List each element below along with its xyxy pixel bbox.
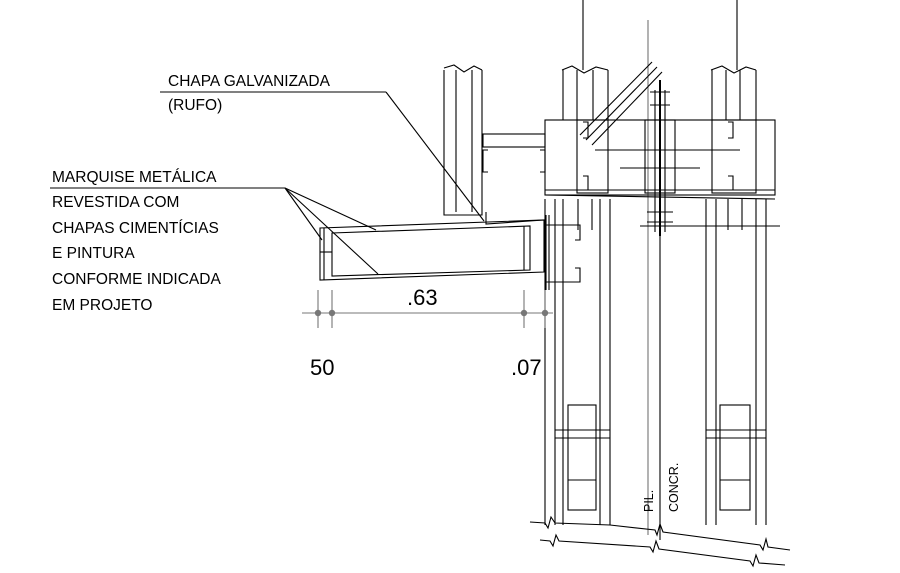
marquise-label-line2: REVESTIDA COM bbox=[52, 194, 179, 211]
marquise-label-line5: CONFORME INDICADA bbox=[52, 271, 221, 288]
marquise-label-line3: CHAPAS CIMENTÍCIAS bbox=[52, 220, 219, 237]
marquise-label-line4: E PINTURA bbox=[52, 245, 135, 262]
dimension-main: .63 bbox=[407, 285, 438, 310]
pil-label: PIL. bbox=[642, 490, 656, 512]
concr-label: CONCR. bbox=[667, 463, 681, 512]
dimension-right: .07 bbox=[511, 355, 542, 380]
marquise-label-line6: EM PROJETO bbox=[52, 297, 152, 314]
chapa-label-line2: (RUFO) bbox=[168, 97, 222, 114]
chapa-label-line1: CHAPA GALVANIZADA bbox=[168, 73, 331, 90]
dimension-left: 50 bbox=[310, 355, 334, 380]
marquise-label-line1: MARQUISE METÁLICA bbox=[52, 169, 217, 186]
